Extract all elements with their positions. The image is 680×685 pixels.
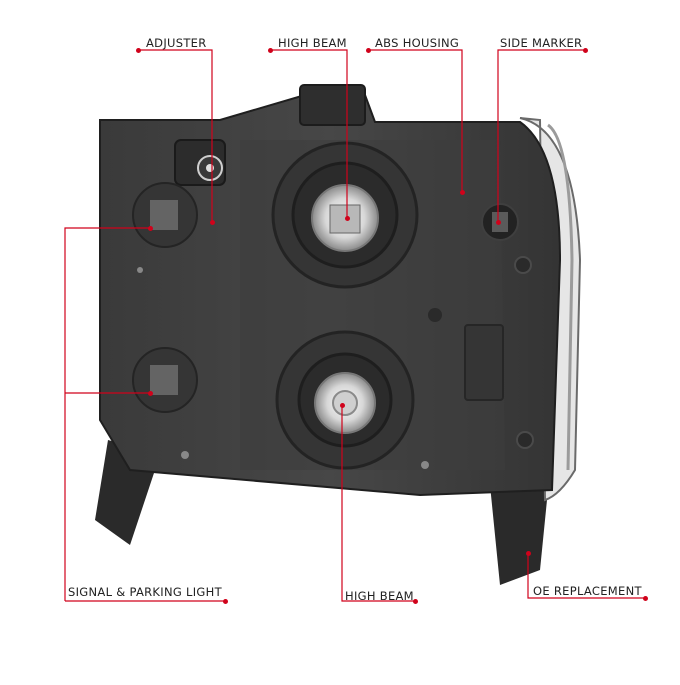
dot-signal-upper xyxy=(148,226,153,231)
screws xyxy=(137,267,442,469)
signal-parking-sockets xyxy=(132,182,198,413)
leader-adjuster xyxy=(138,49,213,222)
dot-signal-end xyxy=(223,599,228,604)
dot-high-beam-top-start xyxy=(268,48,273,53)
high-beam-lower-socket xyxy=(275,330,415,470)
label-high-beam-bottom: HIGH BEAM xyxy=(345,589,414,603)
high-beam-upper-socket xyxy=(271,141,419,289)
dot-adjuster-start xyxy=(136,48,141,53)
dot-abs-start xyxy=(366,48,371,53)
dot-side-marker-end xyxy=(496,220,501,225)
label-adjuster: ADJUSTER xyxy=(146,36,207,50)
leader-side-marker xyxy=(497,49,585,222)
label-high-beam-top: HIGH BEAM xyxy=(278,36,347,50)
dot-side-marker-start xyxy=(583,48,588,53)
dot-adjuster-end xyxy=(210,220,215,225)
dot-high-beam-bottom-start xyxy=(340,403,345,408)
leader-oe-replacement xyxy=(527,553,645,599)
dot-high-beam-bottom-end xyxy=(413,599,418,604)
dot-oe-start xyxy=(526,551,531,556)
dot-abs-end xyxy=(460,190,465,195)
leader-lines xyxy=(64,49,645,602)
leader-high-beam-bottom xyxy=(341,405,415,602)
dot-high-beam-top-end xyxy=(345,216,350,221)
leader-signal-upper xyxy=(64,227,150,601)
label-side-marker: SIDE MARKER xyxy=(500,36,583,50)
dot-signal-lower xyxy=(148,391,153,396)
label-signal-parking: SIGNAL & PARKING LIGHT xyxy=(68,585,222,599)
leader-abs-housing xyxy=(368,49,463,192)
dot-oe-end xyxy=(643,596,648,601)
leader-high-beam-top xyxy=(270,49,348,218)
adjuster-knob xyxy=(174,139,226,186)
label-oe-replacement: OE REPLACEMENT xyxy=(533,584,642,598)
label-abs-housing: ABS HOUSING xyxy=(375,36,460,50)
